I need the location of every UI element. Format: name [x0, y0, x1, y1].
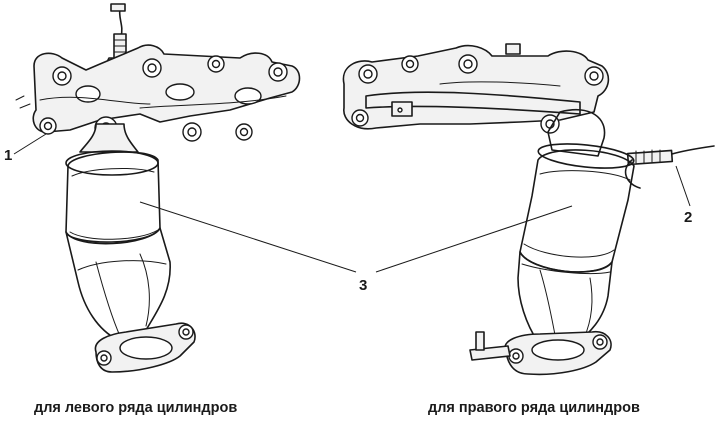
callout-2: 2	[675, 165, 692, 226]
left-collector-neck	[79, 123, 139, 153]
left-manifold-assembly	[15, 3, 301, 373]
right-manifold-flange	[342, 43, 610, 134]
right-collector-bend	[547, 108, 606, 157]
caption-left-bank: для левого ряда цилиндров	[34, 400, 238, 416]
callout-2-label: 2	[684, 209, 692, 226]
right-oxygen-sensor	[624, 145, 715, 189]
callout-3: 3	[139, 201, 573, 294]
right-outlet-flange	[469, 330, 612, 376]
left-catalytic-converter	[65, 150, 171, 341]
callout-1: 1	[4, 133, 47, 164]
callout-1-label: 1	[4, 147, 12, 164]
right-catalytic-converter	[517, 143, 635, 345]
right-manifold-assembly	[342, 43, 715, 376]
left-manifold-flange	[15, 44, 301, 142]
caption-right-bank: для правого ряда цилиндров	[428, 400, 640, 416]
callout-3-label: 3	[359, 277, 367, 294]
left-outlet-flange	[94, 322, 196, 373]
